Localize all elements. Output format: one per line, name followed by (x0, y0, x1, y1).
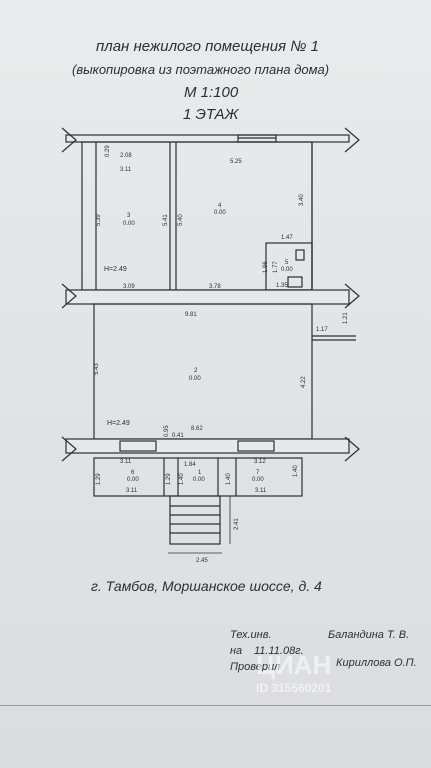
on-date-label: на (230, 645, 243, 657)
dim: 1.84 (184, 462, 196, 468)
address: г. Тамбов, Моршанское шоссе, д. 4 (91, 578, 322, 594)
dim: 5.43 (94, 363, 100, 375)
room-3-number: 3 (127, 213, 131, 219)
entrance-stairs (169, 495, 221, 545)
wall-top (65, 134, 350, 143)
dim: 1.40 (226, 473, 232, 485)
watermark-id: ID 315560201 (256, 681, 332, 695)
room-1-area: 0.00 (193, 477, 205, 483)
page-bottom-line (0, 705, 431, 706)
dim: 3.11 (255, 488, 267, 494)
dim: 5.41 (163, 214, 169, 226)
dim: 1.40 (179, 473, 185, 485)
dim: 3.11 (120, 167, 132, 173)
checked-label: Проверил (230, 661, 281, 673)
plan-scale: М 1:100 (184, 84, 239, 101)
dim: 1.40 (293, 465, 299, 477)
dim: 0.95 (164, 425, 170, 437)
dim: 3.11 (126, 488, 138, 494)
floor-plan-drawing: 3 0.00 4 0.00 5 0.00 2 0.00 6 0.00 1 0.0… (61, 127, 360, 564)
wall-break-right-top (344, 127, 360, 153)
ceiling-height-upper: H=2.49 (104, 266, 127, 273)
dim: 2.41 (234, 518, 240, 530)
room-5-number: 5 (285, 260, 289, 266)
dim: 1.29 (96, 473, 102, 485)
watermark-logo: ЦИАН (256, 650, 332, 680)
wall-bottom (65, 438, 350, 454)
room-4-area: 0.00 (214, 210, 226, 216)
wall-middle (65, 289, 350, 305)
room-4-number: 4 (218, 203, 222, 209)
room-2-area: 0.00 (189, 376, 201, 382)
room-5-area: 0.00 (281, 267, 293, 273)
room-1-number: 1 (198, 470, 202, 476)
room-3-area: 0.00 (123, 221, 135, 227)
dim: 1.77 (273, 261, 279, 273)
dim: 1.35 (276, 283, 288, 289)
dim: 5.40 (178, 214, 184, 226)
dim: 3.12 (254, 459, 266, 465)
dim: 3.09 (123, 284, 135, 290)
main-hall-walls (93, 303, 313, 440)
dim: 1.29 (166, 473, 172, 485)
dim: 0.29 (105, 145, 111, 157)
signer-name-1: Баландина Т. В. (328, 629, 410, 641)
dim: 9.81 (185, 312, 197, 318)
dim: 5.25 (230, 159, 242, 165)
tech-inv-label: Тех.инв. (230, 629, 272, 641)
room-7-number: 7 (256, 470, 260, 476)
signer-name-2: Кириллова О.П. (336, 657, 417, 669)
dim: 4.22 (301, 376, 307, 388)
dim: 1.96 (263, 261, 269, 273)
dim: 8.62 (191, 426, 203, 432)
room-6-number: 6 (131, 470, 135, 476)
dim: 3.11 (120, 459, 132, 465)
wall-break-left-top (61, 127, 77, 153)
wall-break-left-mid (61, 283, 77, 309)
dim: 0.41 (172, 433, 184, 439)
dim: 2.45 (196, 558, 208, 564)
room-7-area: 0.00 (252, 477, 264, 483)
plan-subtitle: (выкопировка из поэтажного плана дома) (72, 62, 330, 77)
floor-label: 1 ЭТАЖ (183, 106, 239, 123)
ceiling-height-lower: H=2.49 (107, 420, 130, 427)
room-6-area: 0.00 (127, 477, 139, 483)
dim: 3.40 (299, 194, 305, 206)
plan-title: план нежилого помещения № 1 (96, 38, 319, 55)
dim: 1.17 (316, 327, 328, 333)
dim: 5.39 (96, 214, 102, 226)
dim: 1.21 (343, 312, 349, 324)
dim: 1.47 (281, 235, 293, 241)
dim: 2.08 (120, 153, 132, 159)
room-2-number: 2 (194, 368, 198, 374)
dim: 3.78 (209, 284, 221, 290)
inventory-date: 11.11.08г. (254, 645, 304, 657)
